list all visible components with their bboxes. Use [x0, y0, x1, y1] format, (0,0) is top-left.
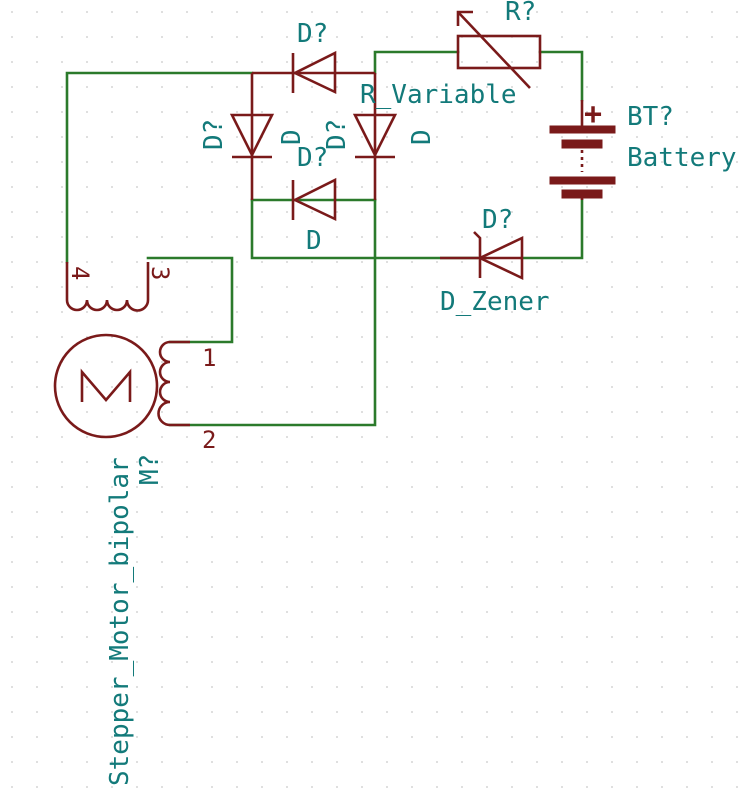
diode-left-value: D: [277, 129, 307, 145]
wires: [65, 50, 584, 427]
motor-pin-4: 4: [66, 266, 94, 280]
labels: D? D D? D? D D? D R? R_Variable BT? Batt…: [66, 0, 737, 786]
resistor-value: R_Variable: [360, 80, 517, 110]
motor-pin-3: 3: [146, 266, 174, 280]
diode-right-value: D: [407, 129, 437, 145]
zener-ref: D?: [482, 205, 513, 235]
wire-top-right: [373, 50, 460, 75]
wire-battery-to-zener: [520, 198, 584, 260]
resistor-ref: R?: [505, 0, 536, 27]
wire-bridge-center-to-motor: [168, 198, 377, 427]
motor-pin-1: 1: [202, 344, 216, 372]
zener-value: D_Zener: [440, 287, 550, 317]
wire-motor-coil: [146, 256, 234, 344]
motor-ref: M?: [135, 454, 165, 485]
motor-value: Stepper_Motor_bipolar: [105, 457, 135, 786]
diode-right[interactable]: [352, 113, 398, 159]
variable-resistor[interactable]: [456, 10, 542, 89]
diode-top[interactable]: [291, 50, 337, 95]
zener-diode[interactable]: [440, 231, 524, 281]
battery[interactable]: [549, 100, 616, 200]
battery-plus-sign: +: [584, 97, 602, 132]
wire-zener-to-bridge: [250, 198, 479, 260]
diode-bottom-value: D: [306, 226, 322, 256]
diode-left[interactable]: [229, 113, 275, 159]
diode-top-ref: D?: [297, 19, 328, 49]
motor-pin-2: 2: [202, 426, 216, 454]
diode-left-ref: D?: [199, 119, 229, 150]
diode-bottom[interactable]: [291, 177, 337, 222]
stepper-motor[interactable]: [53, 262, 190, 439]
diode-right-ref: D?: [322, 119, 352, 150]
diode-bottom-ref: D?: [297, 143, 328, 173]
wire-resistor-to-battery: [538, 50, 584, 102]
wire-left-loop: [65, 71, 254, 264]
battery-ref: BT?: [627, 102, 674, 132]
battery-value: Battery: [627, 143, 737, 173]
diode-bridge: [229, 50, 398, 222]
